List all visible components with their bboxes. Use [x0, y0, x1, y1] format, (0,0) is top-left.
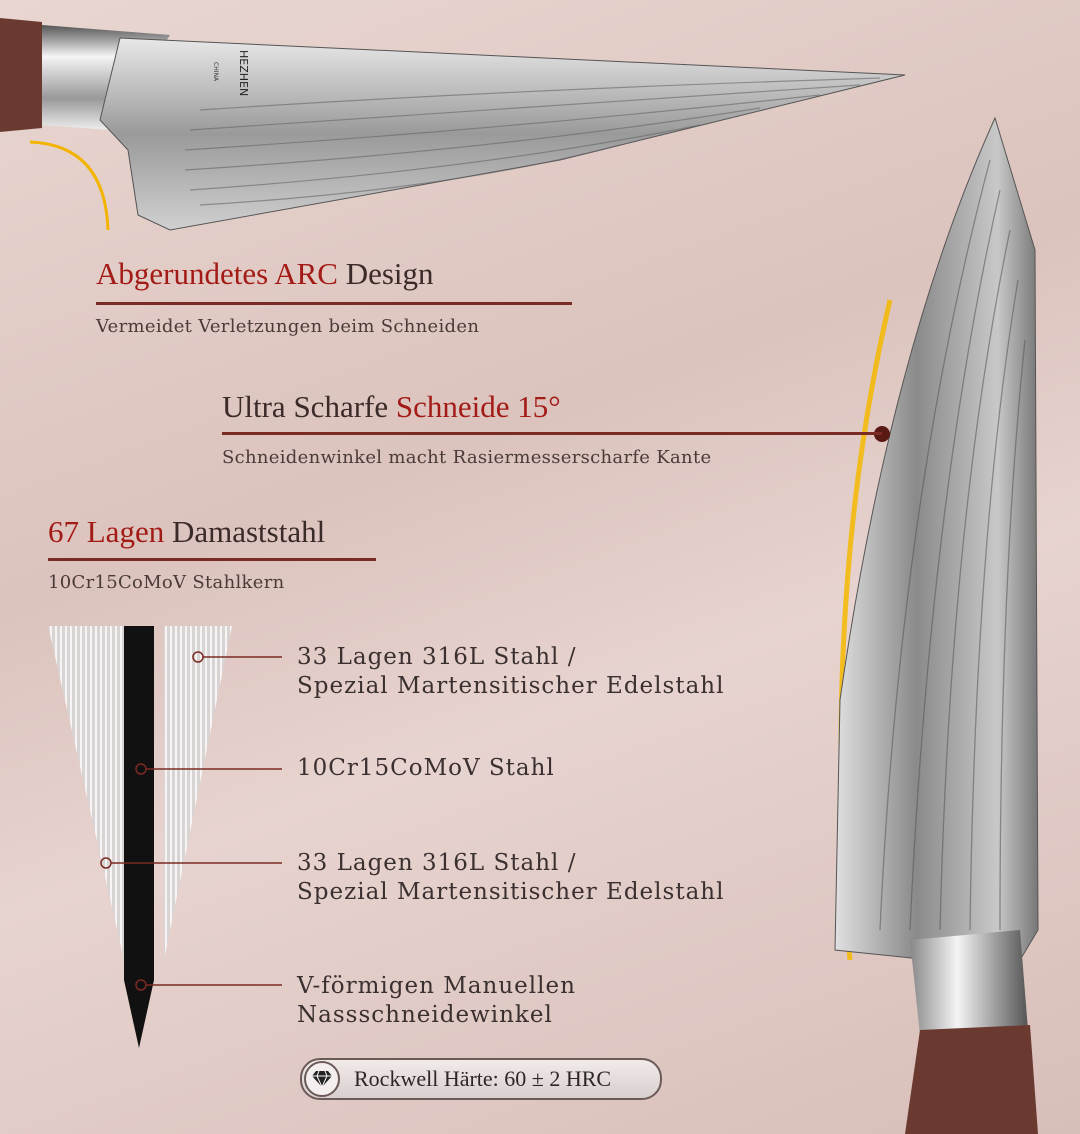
divider: [96, 302, 572, 305]
handle: [0, 18, 42, 132]
layer-label-core: 10Cr15CoMoV Stahl: [297, 755, 555, 781]
layer-cross-section-diagram: [48, 626, 282, 1048]
diamond-icon: [304, 1061, 340, 1097]
bolster: [910, 930, 1028, 1035]
right-knife-image: [834, 116, 1039, 1134]
layer-label-outer-top: 33 Lagen 316L Stahl /Spezial Martensitis…: [297, 644, 725, 699]
origin-marking: CHINA: [212, 62, 219, 82]
hardness-badge: Rockwell Härte: 60 ± 2 HRC: [300, 1058, 662, 1100]
feature-subtitle: Schneidenwinkel macht Rasiermesserscharf…: [222, 447, 712, 468]
hardness-text: Rockwell Härte: 60 ± 2 HRC: [354, 1066, 612, 1091]
blade: [834, 116, 1039, 961]
feature-title-edge: Ultra Scharfe Schneide 15°: [222, 389, 561, 424]
divider: [222, 432, 882, 435]
blade: [99, 37, 906, 231]
feature-subtitle: 10Cr15CoMoV Stahlkern: [48, 572, 285, 593]
feature-title-arc: Abgerundetes ARC Design: [96, 256, 434, 291]
handle: [905, 1025, 1038, 1134]
layer-label-outer-bottom: 33 Lagen 316L Stahl /Spezial Martensitis…: [297, 850, 725, 905]
top-knife-image: HEZHEN CHINA: [0, 18, 906, 231]
feature-title-damascus: 67 Lagen Damaststahl: [48, 514, 326, 549]
feature-subtitle: Vermeidet Verletzungen beim Schneiden: [96, 316, 480, 337]
divider: [48, 558, 376, 561]
brand-marking: HEZHEN: [237, 50, 250, 96]
pointer-dot: [874, 426, 890, 442]
